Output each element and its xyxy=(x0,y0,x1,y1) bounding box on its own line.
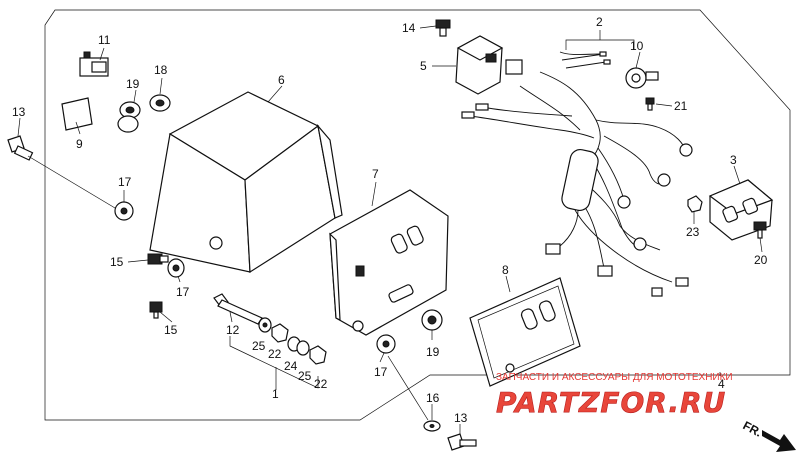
part-12-bolt xyxy=(213,293,263,325)
part-11-switch xyxy=(79,51,109,77)
part-6-cover xyxy=(149,91,343,274)
callout-8: 8 xyxy=(502,263,509,277)
part-23-nut xyxy=(687,195,703,213)
callout-13: 13 xyxy=(12,105,26,119)
front-direction-label: FR. xyxy=(741,418,765,439)
callout-24: 24 xyxy=(284,359,298,373)
callout-14: 14 xyxy=(402,21,416,35)
part-25-washer xyxy=(258,317,272,333)
part-15-screw-b xyxy=(149,301,163,319)
part-20-screw xyxy=(753,221,767,239)
callout-2: 2 xyxy=(596,15,603,29)
part-3-outlet xyxy=(708,179,774,241)
callout-25: 25 xyxy=(252,339,266,353)
part-13-bolt-lower xyxy=(447,433,477,451)
callout-7: 7 xyxy=(372,167,379,181)
callout-5: 5 xyxy=(420,59,427,73)
part-19-grommet-right xyxy=(421,309,443,331)
watermark-tagline: ЗАПЧАСТИ И АКСЕССУАРЫ ДЛЯ МОТОТЕХНИКИ xyxy=(496,372,733,383)
part-18-grommet xyxy=(149,94,171,112)
callout-13: 13 xyxy=(454,411,468,425)
callout-6: 6 xyxy=(278,73,285,87)
callout-17: 17 xyxy=(118,175,132,189)
part-15-screw-a xyxy=(147,253,169,265)
callout-10: 10 xyxy=(630,39,644,53)
part-25-washer-b xyxy=(296,340,310,356)
watermark-logo: PARTZFOR.RU xyxy=(496,386,726,419)
part-16-washer xyxy=(423,420,441,432)
callout-19: 19 xyxy=(426,345,440,359)
callout-9: 9 xyxy=(76,137,83,151)
callout-17: 17 xyxy=(176,285,190,299)
callout-16: 16 xyxy=(426,391,440,405)
callout-20: 20 xyxy=(754,253,768,267)
callout-23: 23 xyxy=(686,225,700,239)
part-10-clamp xyxy=(625,67,659,89)
part-13-bolt-upper xyxy=(7,135,34,161)
callout-22: 22 xyxy=(268,347,282,361)
part-19-grommet xyxy=(117,101,141,133)
part-22-nut-a xyxy=(271,323,289,343)
callout-4: 4 xyxy=(718,377,725,391)
callout-17: 17 xyxy=(374,365,388,379)
callout-15: 15 xyxy=(164,323,178,337)
front-arrow-icon xyxy=(762,430,796,452)
callout-11: 11 xyxy=(98,33,111,47)
assembly-frame xyxy=(44,9,791,421)
part-14-screw xyxy=(435,19,451,37)
callout-12: 12 xyxy=(226,323,240,337)
callout-22: 22 xyxy=(314,377,328,391)
callout-21: 21 xyxy=(674,99,688,113)
callout-25: 25 xyxy=(298,369,312,383)
front-direction-indicator: FR. xyxy=(741,418,796,452)
part-8-faceplate xyxy=(469,277,581,387)
callout-18: 18 xyxy=(154,63,168,77)
callout-15: 15 xyxy=(110,255,124,269)
callout-19: 19 xyxy=(126,77,140,91)
part-9-label xyxy=(61,97,93,131)
part-17-grommet-right xyxy=(376,334,396,354)
part-17-grommet-mid xyxy=(167,258,185,278)
part-7-panel xyxy=(329,189,449,336)
callout-3: 3 xyxy=(730,153,737,167)
part-2-wire-harness xyxy=(461,51,693,297)
callout-1: 1 xyxy=(272,387,279,401)
part-21-screw xyxy=(645,97,655,111)
part-17-grommet-left xyxy=(114,201,134,221)
part-22-nut-b xyxy=(309,345,327,365)
part-5-regulator xyxy=(455,35,523,95)
